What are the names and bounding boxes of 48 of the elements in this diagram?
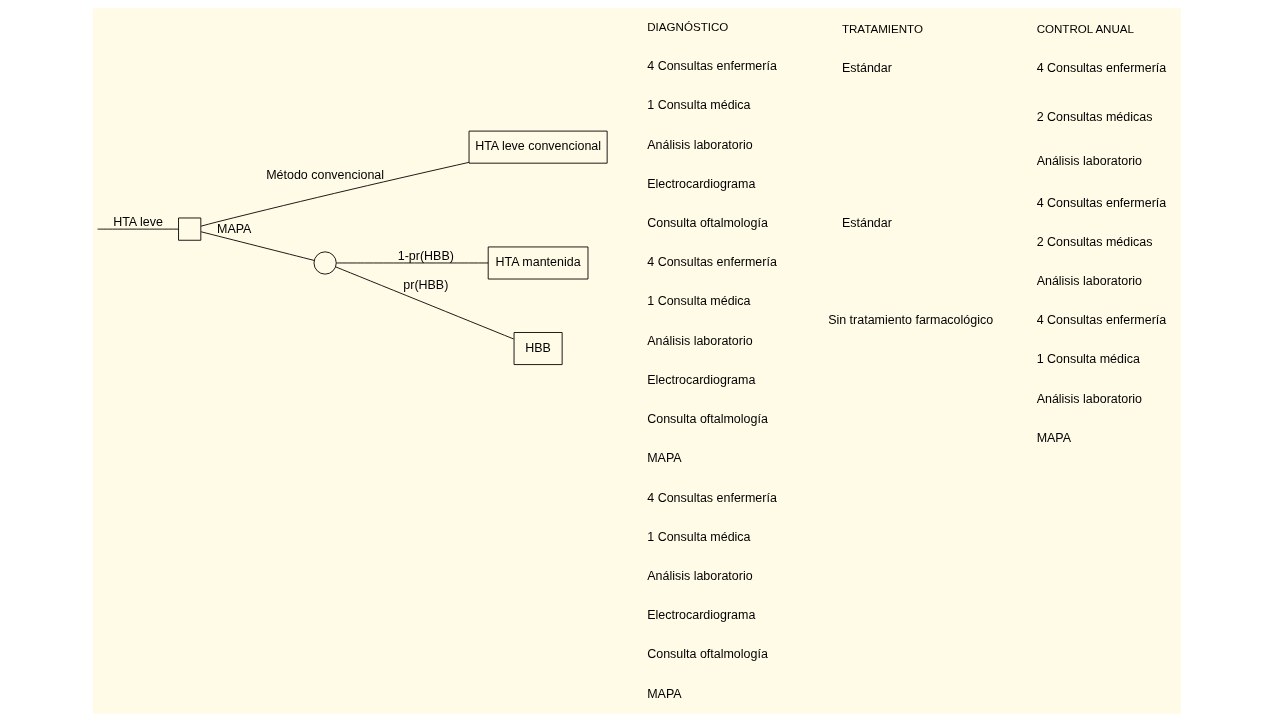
node-circle <box>313 251 337 275</box>
label: TRATAMIENTO <box>841 22 923 35</box>
label: Consulta oftalmología <box>647 647 768 662</box>
connector <box>97 228 179 230</box>
label: Análisis laboratorio <box>647 333 753 348</box>
label: 1 Consulta médica <box>647 294 751 309</box>
edge-label: 1-pr(HBB) <box>397 248 454 263</box>
label: Electrocardiograma <box>647 608 756 623</box>
connector <box>200 231 315 261</box>
label: 4 Consultas enfermería <box>647 490 777 505</box>
label: Consulta oftalmología <box>647 216 768 231</box>
label: 1 Consulta médica <box>647 98 751 113</box>
label: Análisis laboratorio <box>647 137 753 152</box>
label: MAPA <box>647 451 682 466</box>
label: Electrocardiograma <box>647 176 756 191</box>
label: MAPA <box>647 686 682 701</box>
node-box <box>178 217 202 241</box>
label: Sin tratamiento farmacológico <box>828 313 994 328</box>
connector <box>200 161 470 227</box>
edge-label: MAPA <box>217 221 252 236</box>
label: Estándar <box>841 61 892 76</box>
label: MAPA <box>1036 430 1072 445</box>
label: 4 Consultas enfermería <box>1036 61 1167 76</box>
node-box: HTA leve convencional <box>468 130 608 164</box>
edge-label: Método convencional <box>266 168 385 183</box>
label: Análisis laboratorio <box>1036 153 1143 168</box>
connector <box>335 266 515 340</box>
label: 1 Consulta médica <box>1036 352 1140 367</box>
label: 4 Consultas enfermería <box>1036 313 1167 328</box>
label: DIAGNÓSTICO <box>647 20 729 33</box>
connector <box>336 262 489 264</box>
edge-label: HTA leve <box>113 214 163 229</box>
label: Estándar <box>841 216 892 231</box>
label: 4 Consultas enfermería <box>647 59 777 74</box>
label: Electrocardiograma <box>647 372 756 387</box>
label: Consulta oftalmología <box>647 412 768 427</box>
label: Análisis laboratorio <box>647 568 753 583</box>
label: CONTROL ANUAL <box>1036 22 1135 35</box>
label: Análisis laboratorio <box>1036 273 1143 288</box>
label: 4 Consultas enfermería <box>647 255 777 270</box>
label: 2 Consultas médicas <box>1036 234 1153 249</box>
label: 2 Consultas médicas <box>1036 110 1153 125</box>
node-box: HBB <box>513 332 563 365</box>
label: 4 Consultas enfermería <box>1036 195 1167 210</box>
node-box: HTA mantenida <box>487 246 589 280</box>
edge-label: pr(HBB) <box>403 278 449 292</box>
label: 1 Consulta médica <box>647 529 751 544</box>
label: Análisis laboratorio <box>1036 391 1143 406</box>
